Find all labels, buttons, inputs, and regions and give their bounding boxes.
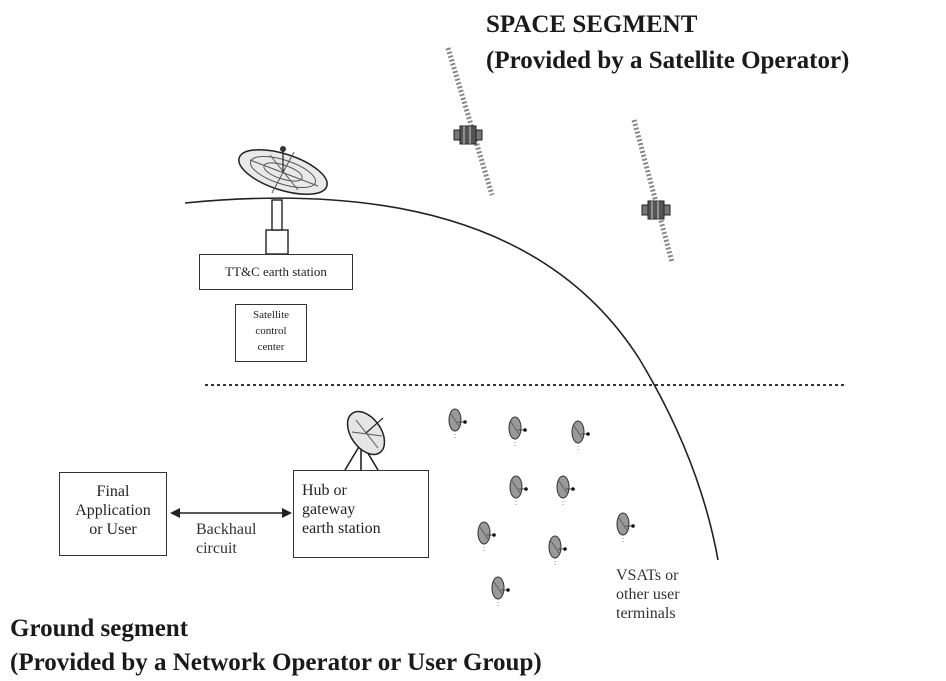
vsat-terminal-icon bbox=[448, 408, 467, 440]
ttc-earth-station-label: TT&C earth station bbox=[225, 264, 327, 279]
final-application-line-2: Application bbox=[75, 502, 151, 519]
final-application-box: Final Application or User bbox=[59, 472, 167, 556]
ttc-earth-station-box: TT&C earth station bbox=[199, 254, 353, 290]
satellite-icon bbox=[453, 125, 483, 145]
backhaul-circuit-label: Backhaul circuit bbox=[196, 520, 256, 558]
vsat-terminal-icon bbox=[509, 475, 528, 507]
backhaul-line-1: Backhaul bbox=[196, 521, 257, 538]
hub-line-1: Hub or bbox=[302, 482, 347, 499]
hub-dish-icon bbox=[344, 410, 386, 471]
satellite-orbit-trail bbox=[445, 47, 495, 196]
hub-line-2: gateway bbox=[302, 501, 356, 518]
vsat-terminal-icon bbox=[556, 475, 575, 507]
vsat-terminal-icon bbox=[508, 416, 527, 448]
control-center-line-2: control bbox=[255, 325, 287, 337]
ground-segment-title: Ground segment bbox=[10, 615, 189, 642]
final-application-line-1: Final bbox=[96, 483, 130, 500]
vsats-label: VSATs or other user terminals bbox=[616, 566, 680, 623]
satellite-icon bbox=[641, 200, 671, 220]
satellite-control-center-box: Satellite control center bbox=[235, 304, 307, 362]
space-segment-title: SPACE SEGMENT bbox=[486, 11, 698, 38]
control-center-line-1: Satellite bbox=[252, 309, 290, 321]
backhaul-line-2: circuit bbox=[196, 540, 237, 557]
vsats-line-2: other user bbox=[616, 586, 680, 603]
earth-horizon-arc bbox=[184, 197, 719, 561]
vsats-line-1: VSATs or bbox=[616, 567, 679, 584]
space-segment-subtitle: (Provided by a Satellite Operator) bbox=[486, 47, 850, 74]
hub-gateway-box: Hub or gateway earth station bbox=[293, 470, 429, 558]
control-center-line-3: center bbox=[257, 341, 285, 353]
vsat-terminal-icon bbox=[616, 512, 635, 544]
vsat-terminal-icon bbox=[477, 521, 496, 553]
satellite-orbit-trail bbox=[631, 119, 675, 263]
vsat-terminal-icon bbox=[571, 420, 590, 452]
hub-line-3: earth station bbox=[302, 520, 381, 537]
ground-segment-subtitle: (Provided by a Network Operator or User … bbox=[10, 649, 542, 676]
backhaul-arrow bbox=[170, 508, 292, 518]
vsat-terminal-icon bbox=[548, 535, 567, 567]
final-application-line-3: or User bbox=[89, 521, 137, 538]
vsats-line-3: terminals bbox=[616, 605, 676, 622]
vsat-terminal-icon bbox=[491, 576, 510, 608]
satellite-dish-icon bbox=[238, 146, 328, 255]
